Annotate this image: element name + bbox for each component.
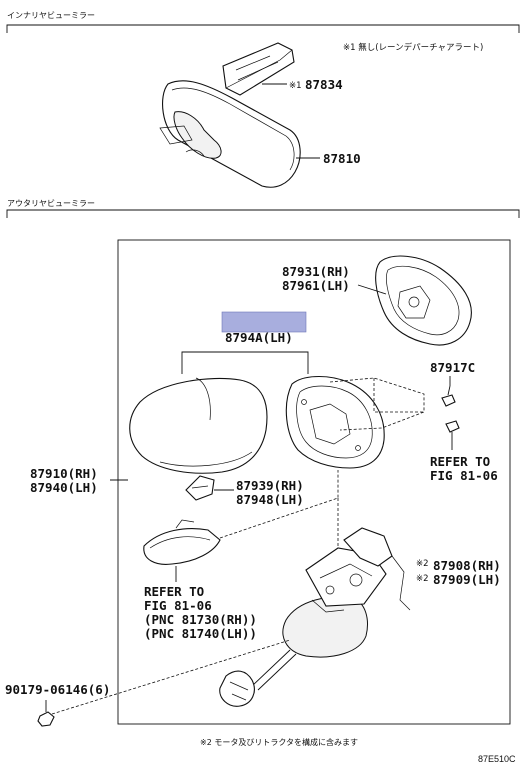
mirror-cover-part	[222, 42, 295, 96]
label-pnc-rh: (PNC 81730(RH))	[144, 612, 257, 627]
label-refer-2b: FIG 81-06	[144, 598, 212, 613]
label-87834: 87834	[305, 77, 343, 92]
figure-code: 87E510C	[478, 754, 516, 764]
highlight-box	[221, 311, 307, 333]
label-87810: 87810	[323, 151, 361, 166]
label-refer-2a: REFER TO	[144, 584, 204, 599]
screw-87917C	[441, 385, 456, 407]
label-87917C: 87917C	[430, 360, 475, 375]
label-87931: 87931(RH)	[282, 264, 350, 279]
section-bracket-outer	[6, 209, 520, 218]
label-90179: 90179-06146(6)	[5, 682, 110, 697]
outer-mirror-cover-part	[129, 377, 268, 474]
mirror-motor-assembly-part	[282, 527, 411, 658]
label-8794A: 8794A(LH)	[225, 330, 293, 345]
label-pnc-lh: (PNC 81740(LH))	[144, 626, 257, 641]
pivot-dashed-guide-2	[373, 378, 424, 413]
note-2-text: ※2 モータ及びリトラクタを構成に含みます	[200, 737, 358, 747]
leader-87931	[357, 284, 387, 295]
outer-assembly-frame	[117, 239, 511, 725]
note-1-text: ※1 無し(レーンデパーチャアラート)	[343, 42, 483, 53]
label-87948: 87948(LH)	[236, 492, 304, 507]
label-87910: 87910(RH)	[30, 466, 98, 481]
note-mark-2b: ※2	[416, 574, 429, 584]
label-87909: 87909(LH)	[433, 572, 501, 587]
bolt-90179-part	[37, 711, 55, 727]
mirror-glass-part	[375, 255, 472, 346]
section-bracket-inner	[6, 24, 520, 33]
bracket-87939-part	[185, 475, 215, 501]
turn-signal-lamp-part	[143, 519, 221, 565]
dashed-guide-bolt	[51, 639, 291, 715]
section-title-outer-mirror: アウタリヤビューミラー	[7, 199, 95, 208]
dashed-guide-lamp	[219, 470, 339, 539]
inner-mirror-part	[159, 80, 301, 188]
section-title-inner-mirror: インナリヤビューミラー	[7, 11, 95, 20]
bracket-8794A	[181, 351, 309, 374]
label-87939: 87939(RH)	[236, 478, 304, 493]
pivot-dashed-guide	[329, 377, 425, 431]
mirror-housing-part	[285, 376, 385, 469]
label-87961: 87961(LH)	[282, 278, 350, 293]
label-87940: 87940(LH)	[30, 480, 98, 495]
label-87908: 87908(RH)	[433, 558, 501, 573]
screw-refer	[445, 420, 460, 450]
harness-part	[219, 649, 297, 707]
note-mark-1: ※1	[289, 81, 302, 91]
note-mark-2a: ※2	[416, 559, 429, 569]
label-refer-1b: FIG 81-06	[430, 468, 498, 483]
label-refer-1a: REFER TO	[430, 454, 490, 469]
